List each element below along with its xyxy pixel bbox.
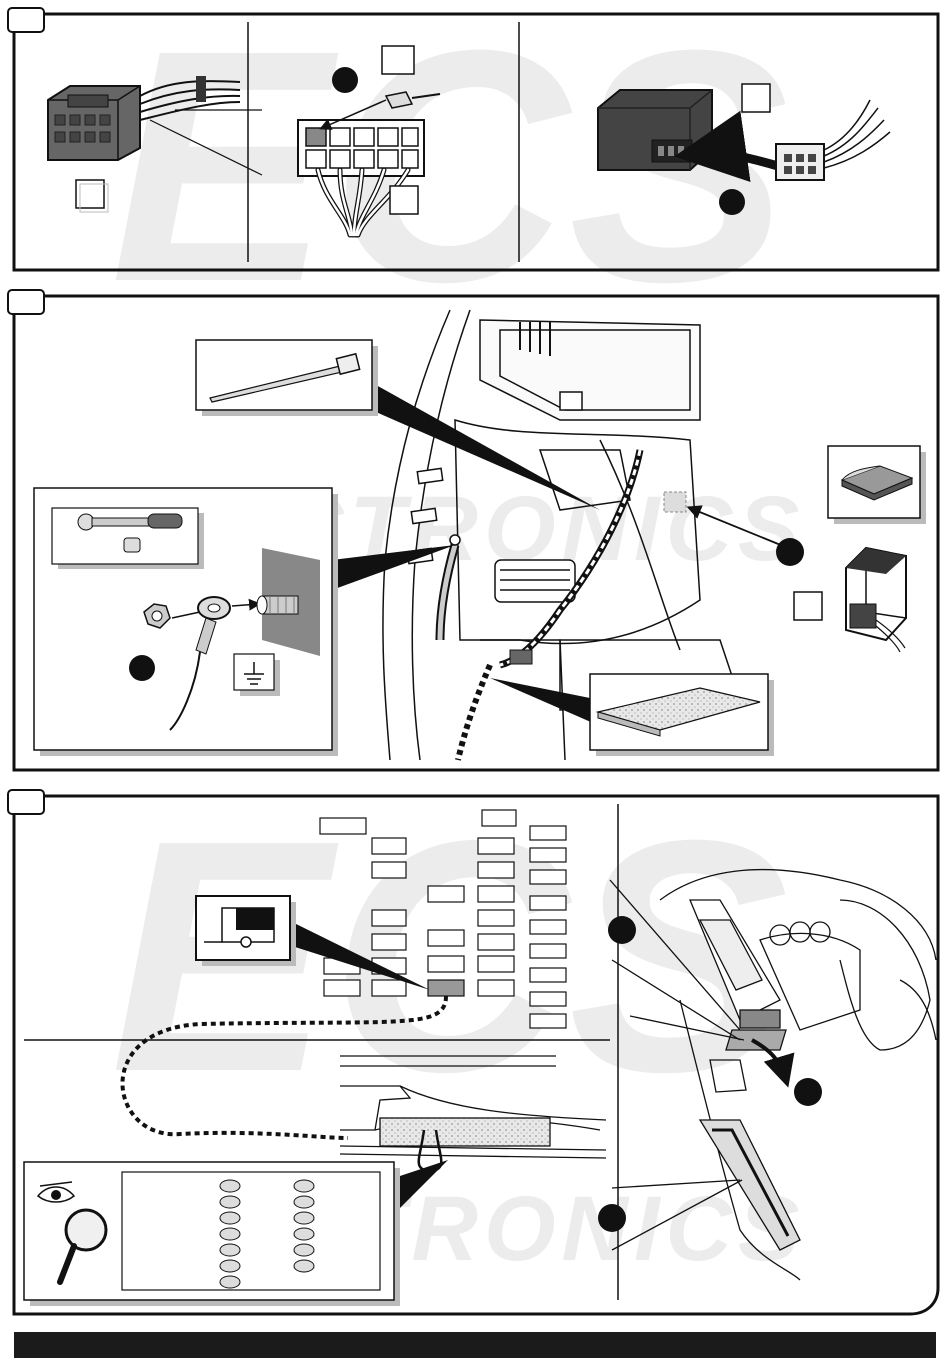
fuse-slot-highlight xyxy=(428,980,464,996)
step-dot-3c xyxy=(598,1204,626,1232)
ground-symbol-icon xyxy=(234,654,280,696)
label-box-1d xyxy=(742,84,770,112)
bolt xyxy=(257,596,298,614)
step-dot-2a xyxy=(129,655,155,681)
step-dot-1a xyxy=(332,67,358,93)
footer-bar xyxy=(14,1332,936,1358)
step-tag-2 xyxy=(8,290,44,314)
step-dot-3a xyxy=(608,916,636,944)
step-dot-2b xyxy=(776,538,804,566)
step-dot-3b xyxy=(794,1078,822,1106)
foam-pad-callout xyxy=(490,674,774,756)
mount-spot xyxy=(664,492,686,512)
label-box-1c xyxy=(390,186,418,214)
label-box-1b xyxy=(382,46,414,74)
step-tag-3 xyxy=(8,790,44,814)
label-box-2a xyxy=(794,592,822,620)
step-dot-1b xyxy=(719,189,745,215)
inspection xyxy=(24,1160,448,1306)
step-tag-1 xyxy=(8,8,44,32)
